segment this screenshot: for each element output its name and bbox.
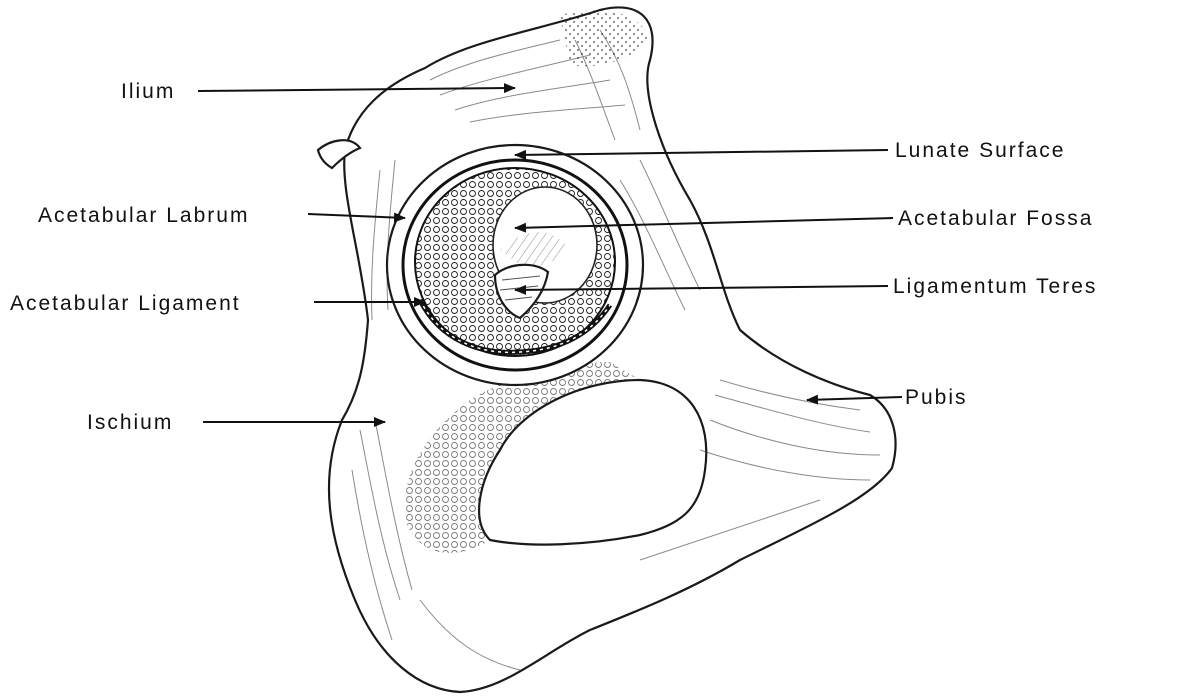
hip-bone-outline (329, 7, 896, 692)
label-lunate-surface: Lunate Surface (895, 139, 1065, 162)
hip-bone-illustration (318, 7, 896, 692)
label-acetabular-labrum: Acetabular Labrum (38, 204, 249, 227)
label-acetabular-fossa: Acetabular Fossa (898, 207, 1093, 230)
label-ilium: Ilium (121, 80, 175, 103)
label-ischium: Ischium (87, 411, 173, 434)
label-ligamentum-teres: Ligamentum Teres (893, 275, 1097, 298)
label-pubis: Pubis (905, 386, 968, 409)
label-acetabular-ligament: Acetabular Ligament (10, 292, 241, 315)
